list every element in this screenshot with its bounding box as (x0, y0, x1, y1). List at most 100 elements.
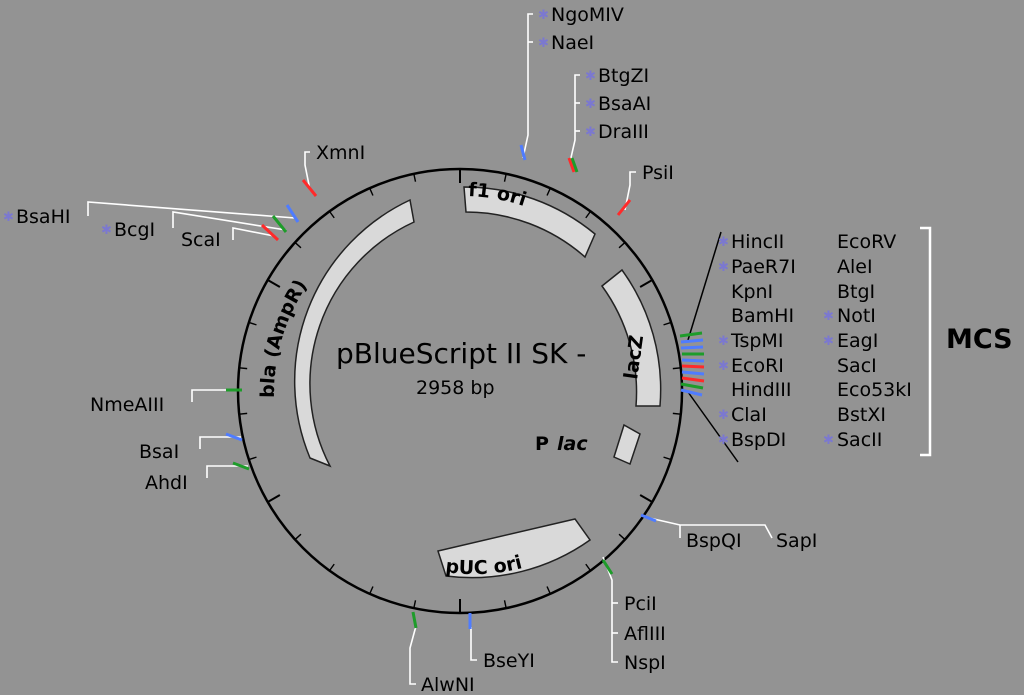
star-icon: ✱ (101, 223, 112, 238)
backbone-tick (248, 321, 257, 326)
backbone-tick (369, 187, 374, 196)
site-ngomiv: NgoMIV (551, 4, 624, 26)
star-icon: ✱ (823, 309, 834, 324)
mcs-site: BamHI (731, 305, 794, 327)
site-bsahi: BsaHI (16, 206, 70, 228)
backbone-tick (585, 563, 592, 572)
site-psii: PsiI (642, 162, 674, 184)
backbone-tick (618, 241, 626, 249)
mcs-site: EcoRI (731, 355, 784, 377)
feature-plac-label-p: P (535, 433, 549, 455)
star-icon: ✱ (585, 125, 596, 140)
mcs-site: BtgI (837, 281, 875, 303)
plasmid-size: 2958 bp (416, 377, 495, 399)
mcs-site: TspMI (730, 330, 783, 352)
backbone-tick (672, 367, 681, 370)
mcs-site: NotI (837, 305, 876, 327)
backbone-tick (546, 586, 551, 595)
mcs-column-1: ✱ HincII ✱ PaeR7I KpnI BamHI ✱ TspMI ✱ E… (718, 231, 796, 451)
mcs-site: SacI (837, 355, 877, 377)
feature-plac-label-lac: lac (557, 433, 588, 455)
star-icon: ✱ (718, 433, 729, 448)
site-bspqi: BspQI (686, 530, 742, 552)
mcs-site: KpnI (731, 281, 773, 303)
site-draiii: DraIII (598, 121, 649, 143)
backbone-tick (503, 173, 507, 182)
plasmid-name: pBlueScript II SK - (336, 337, 586, 370)
site-nmeaiii: NmeAIII (90, 394, 164, 416)
backbone-tick (413, 173, 417, 182)
backbone-ticks (239, 169, 681, 613)
site-sapi: SapI (776, 530, 817, 552)
site-nspi: NspI (624, 652, 666, 674)
site-alwni: AlwNI (421, 674, 475, 695)
backbone-tick (663, 321, 672, 326)
site-afliii: AflIII (624, 623, 666, 645)
star-icon: ✱ (538, 8, 549, 23)
site-bseyi: BseYI (483, 650, 535, 672)
backbone-tick (672, 412, 681, 415)
mcs-site: HincII (731, 231, 784, 253)
mcs-site: EagI (837, 330, 878, 352)
mcs-site: EcoRV (837, 231, 896, 253)
feature-plac (613, 423, 641, 466)
star-icon: ✱ (823, 334, 834, 349)
backbone-tick (294, 241, 302, 249)
cut-site-marks (225, 144, 705, 629)
mcs-site: PaeR7I (731, 256, 796, 278)
backbone-tick (546, 187, 551, 196)
mcs-site: ClaI (731, 404, 767, 426)
backbone-tick (369, 586, 374, 595)
backbone-tick (585, 210, 592, 219)
feature-f1-ori (463, 186, 596, 259)
mcs-site: AleI (837, 256, 873, 278)
site-xmni: XmnI (316, 142, 365, 164)
backbone-tick (294, 533, 302, 541)
site-bcgi: BcgI (114, 219, 155, 241)
feature-lacz (600, 268, 662, 407)
feature-puc-ori (437, 518, 592, 579)
star-icon: ✱ (585, 97, 596, 112)
star-icon: ✱ (538, 36, 549, 51)
mcs-site: BspDI (731, 429, 786, 451)
backbone-tick (639, 494, 653, 503)
site-scai: ScaI (181, 229, 221, 251)
backbone-tick (328, 563, 335, 572)
mcs-site: SacII (837, 429, 882, 451)
backbone-tick (639, 279, 653, 288)
backbone-tick (618, 533, 626, 541)
mcs-site: Eco53kI (837, 379, 912, 401)
mcs-label: MCS (946, 324, 1013, 355)
star-icon: ✱ (718, 235, 729, 250)
backbone-tick (239, 412, 248, 415)
backbone-tick (413, 600, 417, 609)
star-icon: ✱ (718, 359, 729, 374)
star-icon: ✱ (3, 210, 14, 225)
mcs-connector (687, 226, 932, 463)
backbone-tick (328, 210, 335, 219)
mcs-column-2: EcoRV AleI BtgI ✱ NotI ✱ EagI SacI Eco53… (823, 231, 912, 451)
site-pcii: PciI (624, 593, 657, 615)
star-icon: ✱ (585, 69, 596, 84)
feature-bla (293, 198, 415, 468)
backbone-tick (239, 367, 248, 370)
backbone-tick (267, 494, 281, 503)
star-icon: ✱ (718, 408, 729, 423)
backbone-tick (663, 456, 672, 461)
mcs-site: HindIII (731, 379, 791, 401)
site-bsaai: BsaAI (598, 93, 651, 115)
star-icon: ✱ (718, 260, 729, 275)
backbone-tick (267, 279, 281, 288)
leader-lines (87, 13, 773, 685)
star-icon: ✱ (718, 334, 729, 349)
site-btgzi: BtgZI (598, 65, 649, 87)
star-icon: ✱ (823, 433, 834, 448)
site-ahdi: AhdI (145, 472, 188, 494)
site-naei: NaeI (551, 32, 594, 54)
mcs-site: BstXI (837, 404, 886, 426)
site-bsai: BsaI (139, 441, 179, 463)
backbone-tick (248, 456, 257, 461)
backbone-tick (503, 600, 507, 609)
site-labels: ✱ NgoMIV ✱ NaeI ✱ BtgZI ✱ BsaAI ✱ DraIII… (3, 4, 817, 695)
